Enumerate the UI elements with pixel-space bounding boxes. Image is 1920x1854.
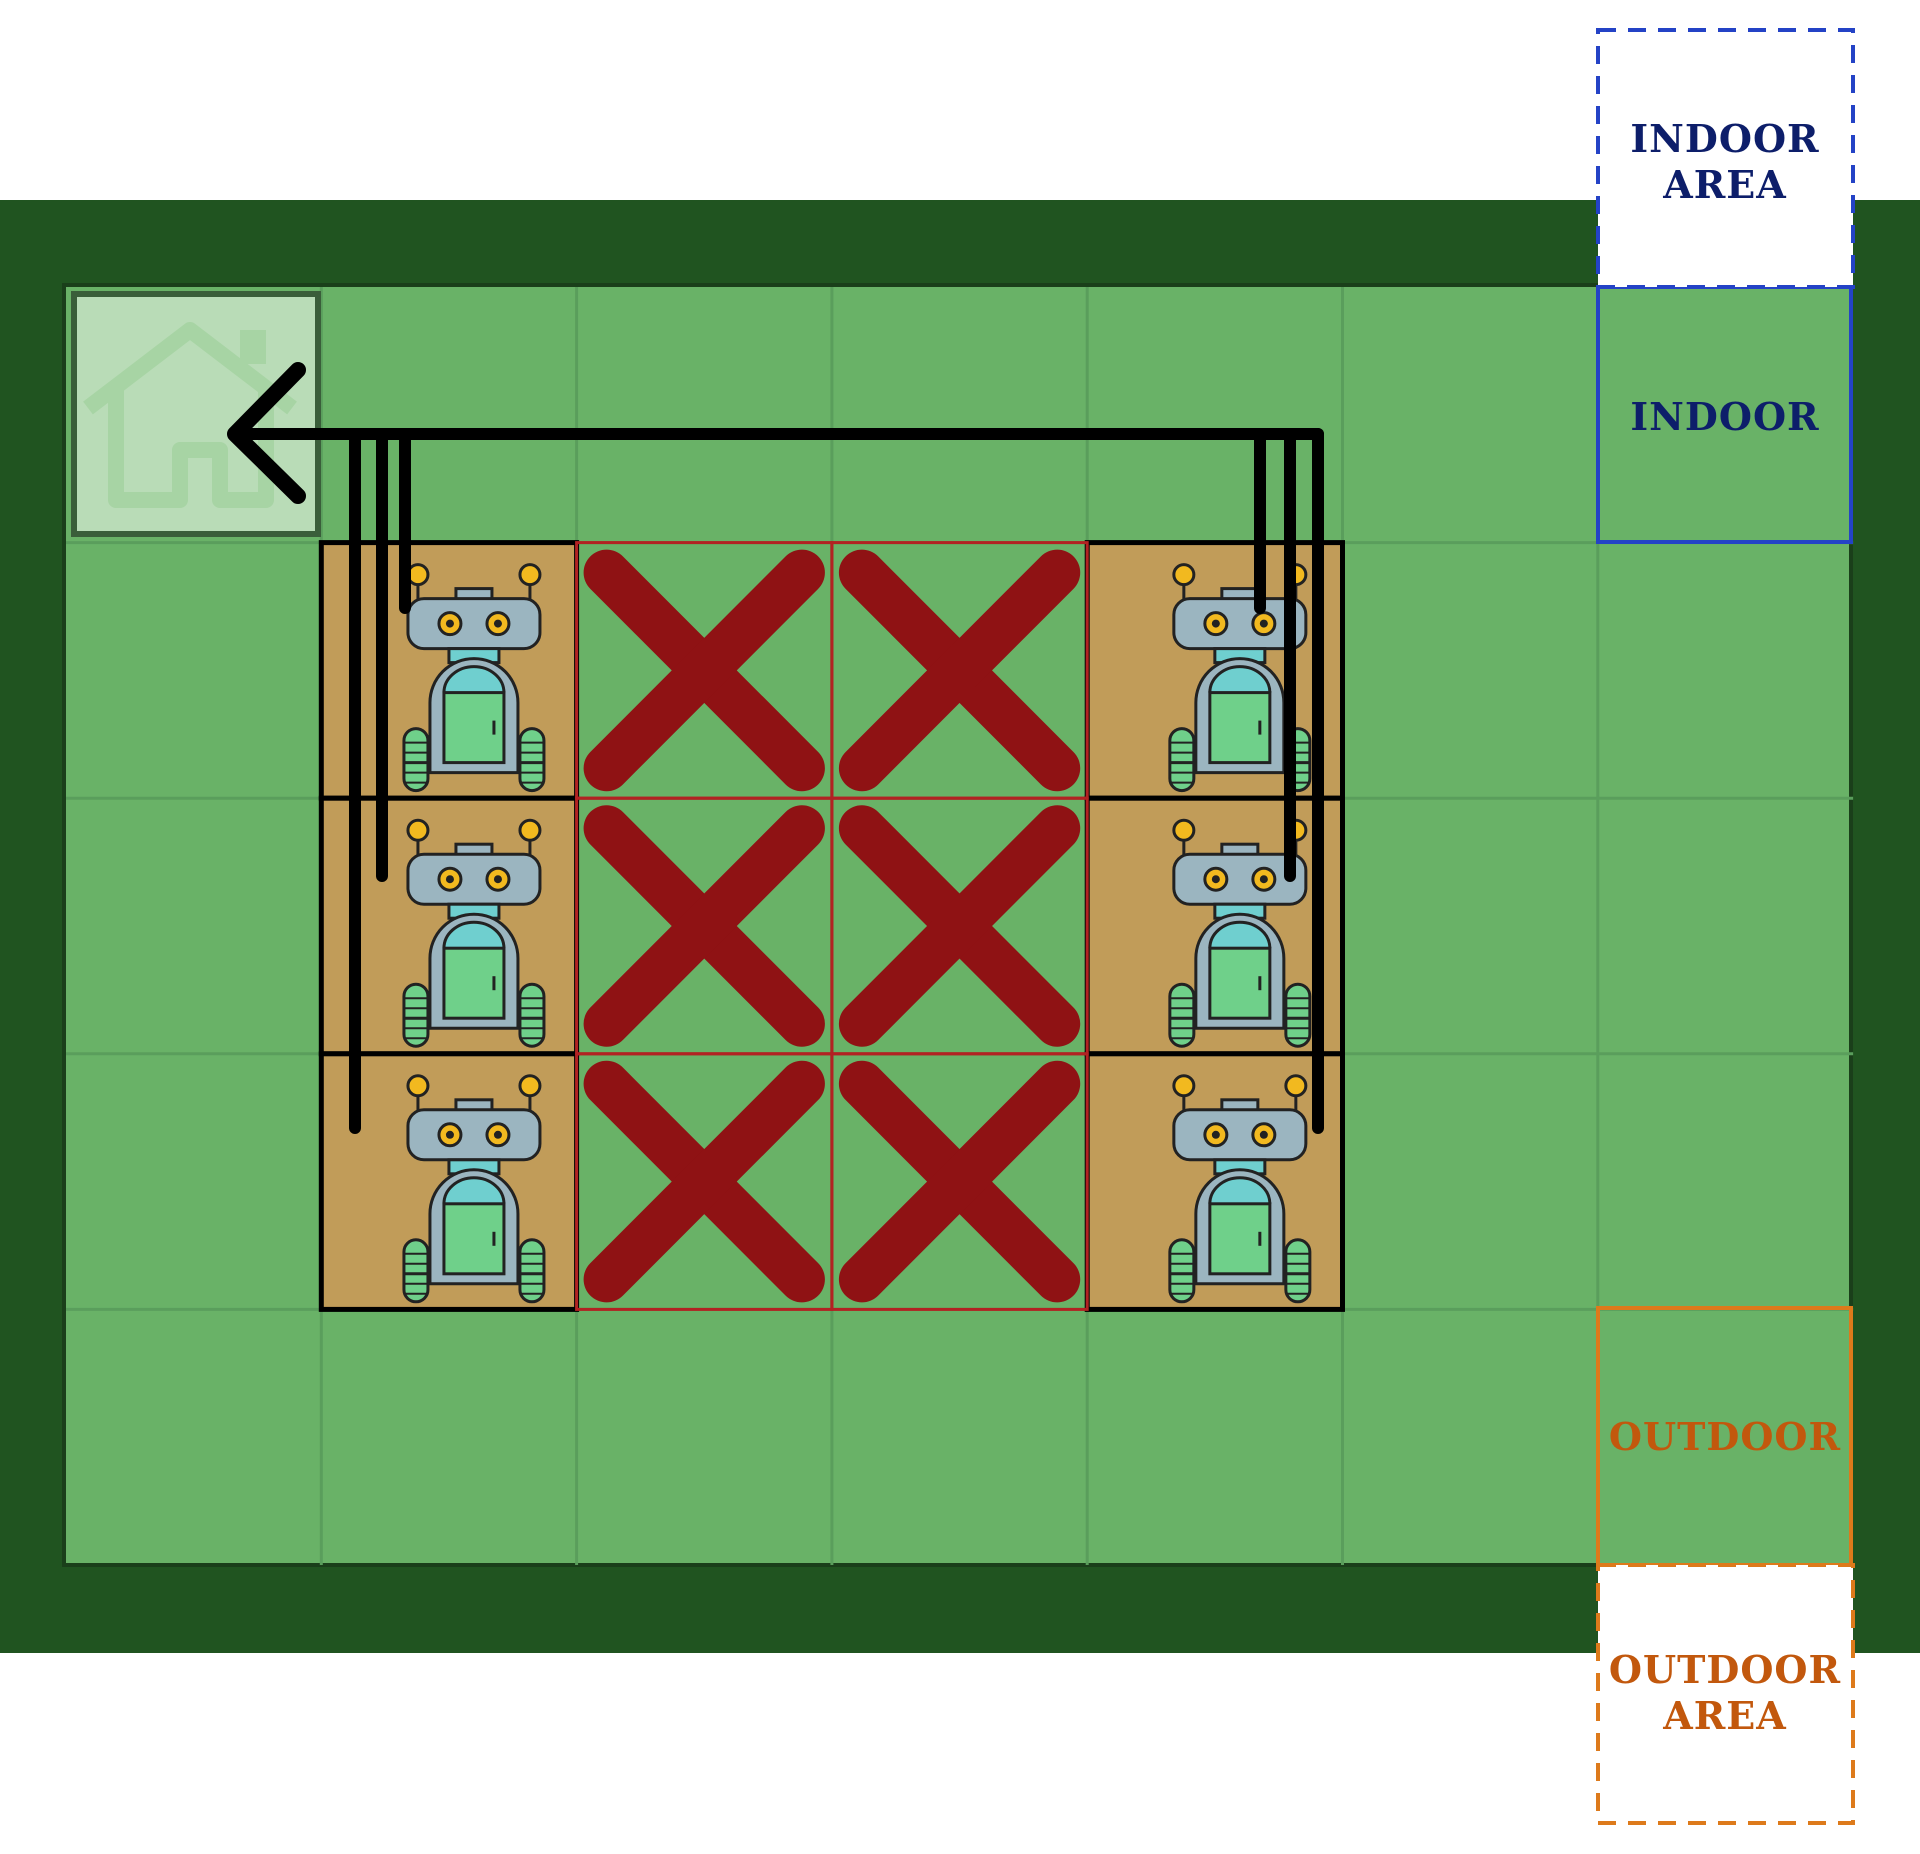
x-mark-icon [838,805,1081,1047]
robot-tile[interactable] [1084,540,1345,801]
x-mark-icon [583,549,825,792]
robot-tile[interactable] [1084,795,1345,1057]
x-mark-icon [583,1060,825,1303]
robot-icon [402,818,546,1048]
path-lines [234,428,1324,1134]
x-mark-icon [583,805,825,1047]
robots-layer [318,540,1345,1312]
robot-tile[interactable] [318,1051,580,1312]
outdoor-area-label-line2: AREA [1662,1693,1787,1738]
blocked-cell[interactable] [830,541,1089,800]
outdoor-area-box [1596,1563,1855,1825]
x-mark-icon [838,549,1081,792]
robot-tile[interactable] [1084,1051,1345,1312]
robot-icon [402,1074,546,1304]
robot-tile[interactable] [318,795,580,1057]
blocked-layer [575,541,1089,1311]
home-tile[interactable] [71,291,321,537]
robot-tile[interactable] [318,540,580,801]
outdoor-area-label-line1: OUTDOOR [1609,1647,1841,1692]
indoor-area-label-line1: INDOOR [1630,116,1819,161]
indoor-area-label-line2: AREA [1662,162,1787,207]
robot-icon [1168,1074,1312,1304]
x-mark-icon [838,1060,1081,1303]
indoor-label: INDOOR [1630,394,1819,439]
house-icon [83,322,297,508]
blocked-cell[interactable] [830,1052,1089,1311]
indoor-area-box [1596,28,1855,289]
outdoor-label: OUTDOOR [1609,1414,1841,1459]
robot-icon [402,563,546,793]
robot-icon [1168,563,1312,793]
robot-icon [1168,818,1312,1048]
arrow-left-icon [227,362,306,504]
